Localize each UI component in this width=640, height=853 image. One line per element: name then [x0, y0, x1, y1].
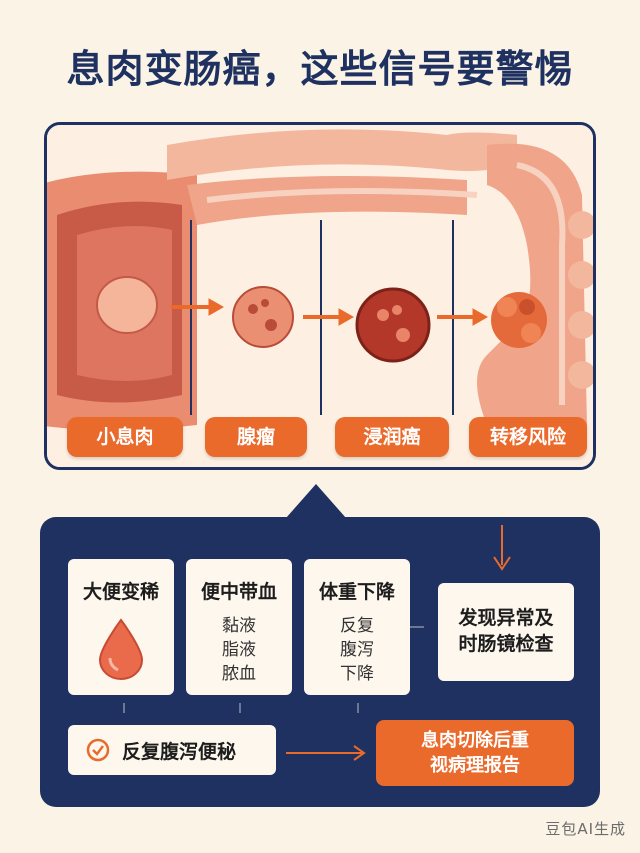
signal-detail: 腹泻 [340, 640, 374, 660]
progression-panel: 小息肉 腺瘤 浸润癌 转移风险 [44, 122, 596, 470]
report-line: 息肉切除后重 [421, 730, 529, 751]
signal-card-weight-loss: 体重下降 反复 腹泻 下降 [304, 559, 410, 695]
adenoma [232, 286, 294, 348]
signal-card-loose-stool: 大便变稀 [68, 559, 174, 695]
signal-detail: 脓血 [222, 664, 256, 684]
panel-connector [286, 484, 346, 518]
signal-detail: 反复 [340, 616, 374, 636]
stage-label-invasive: 浸润癌 [335, 417, 449, 457]
stage-label-adenoma: 腺瘤 [205, 417, 307, 457]
colonoscopy-advice-card: 发现异常及 时肠镜检查 [438, 583, 574, 681]
signal-detail: 下降 [340, 664, 374, 684]
check-circle-icon [86, 738, 110, 762]
signal-detail: 黏液 [222, 616, 256, 636]
metastasis-cluster [491, 292, 547, 348]
blood-drop-icon [98, 618, 144, 680]
page-title: 息肉变肠癌，这些信号要警惕 [66, 47, 574, 91]
advice-line: 时肠镜检查 [458, 633, 554, 655]
signal-title: 便中带血 [200, 581, 277, 603]
symptom-card: 反复腹泻便秘 [68, 725, 276, 775]
signal-card-blood-stool: 便中带血 黏液 脂液 脓血 [186, 559, 292, 695]
report-line: 视病理报告 [430, 755, 520, 776]
advice-line: 发现异常及 [458, 607, 554, 629]
stage-label-metastasis: 转移风险 [469, 417, 587, 457]
stage-label-small-polyp: 小息肉 [67, 417, 183, 457]
invasive-tumor [355, 287, 431, 363]
pathology-report-card: 息肉切除后重 视病理报告 [376, 720, 574, 786]
signal-title: 体重下降 [318, 581, 395, 603]
small-polyp [96, 276, 158, 334]
colon-illustration [47, 125, 593, 467]
symptom-text: 反复腹泻便秘 [122, 741, 237, 763]
signal-detail: 脂液 [222, 640, 256, 660]
signals-panel: 大便变稀 便中带血 黏液 脂液 脓血 体重下降 反复 腹泻 下降 发现异常及 时… [40, 517, 600, 807]
watermark: 豆包AI生成 [545, 820, 626, 838]
signal-title: 大便变稀 [82, 581, 159, 603]
